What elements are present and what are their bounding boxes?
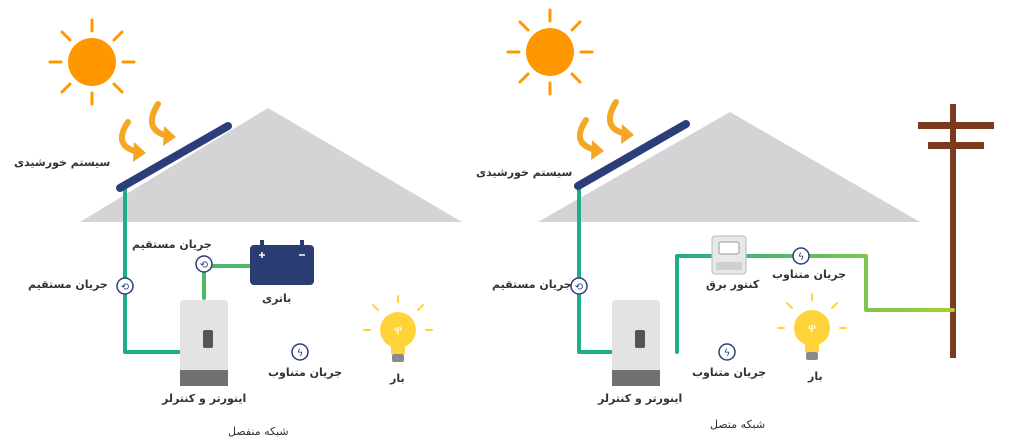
sun-icon bbox=[506, 8, 594, 96]
solar-panel-icon bbox=[116, 122, 232, 192]
dc-current-label: جریان مستقیم bbox=[492, 278, 572, 291]
inverter-label: اینورتر و کنترلر bbox=[598, 392, 683, 405]
svg-text:ϟ: ϟ bbox=[798, 252, 805, 263]
solar-system-label: سیستم خورشیدی bbox=[14, 156, 111, 169]
svg-text:ዋ: ዋ bbox=[394, 323, 402, 337]
on-grid-system: ዋ ⟲ ϟ ϟ bbox=[506, 8, 994, 386]
svg-text:ϟ: ϟ bbox=[724, 348, 731, 359]
battery-wire bbox=[202, 264, 252, 300]
dc-current-label: جریان مستقیم bbox=[28, 278, 108, 291]
sun-icon bbox=[48, 18, 136, 106]
meter-label: کنتور برق bbox=[706, 278, 760, 291]
alternating-current-icon: ϟ bbox=[718, 343, 736, 361]
dc-wire-right bbox=[577, 186, 614, 354]
solar-system-label: سیستم خورشیدی bbox=[476, 166, 573, 179]
solar-panel-icon bbox=[574, 120, 690, 190]
inverter-label: اینورتر و کنترلر bbox=[162, 392, 247, 405]
utility-pole-icon bbox=[918, 104, 994, 358]
dc-current-battery-label: جریان مستقیم bbox=[132, 238, 212, 251]
svg-text:⟲: ⟲ bbox=[121, 282, 130, 293]
electricity-meter-icon bbox=[711, 235, 747, 275]
alternating-current-icon: ϟ bbox=[792, 247, 810, 265]
svg-text:⟲: ⟲ bbox=[200, 260, 209, 271]
load-label: بار bbox=[390, 372, 405, 385]
load-label: بار bbox=[808, 370, 823, 383]
sunlight-arrow-icon bbox=[576, 99, 634, 160]
ac-current-grid-label: جریان متناوب bbox=[772, 268, 847, 281]
ac-current-label: جریان متناوب bbox=[268, 366, 343, 379]
direct-current-icon: ⟲ bbox=[570, 277, 588, 295]
direct-current-icon: ⟲ bbox=[195, 255, 213, 273]
dc-wire-left bbox=[123, 186, 182, 354]
alternating-current-icon: ϟ bbox=[291, 343, 309, 361]
house-roof bbox=[80, 108, 462, 222]
ac-current-label: جریان متناوب bbox=[692, 366, 767, 379]
svg-text:ϟ: ϟ bbox=[297, 348, 304, 359]
direct-current-icon: ⟲ bbox=[116, 277, 134, 295]
off-grid-caption: شبکه منفصل bbox=[228, 425, 289, 438]
on-grid-caption: شبکه متصل bbox=[710, 418, 766, 431]
battery-label: باتری bbox=[262, 292, 292, 305]
light-bulb-icon: ዋ bbox=[777, 293, 847, 360]
light-bulb-icon: ዋ bbox=[363, 295, 433, 362]
battery-icon bbox=[250, 240, 314, 285]
svg-text:⟲: ⟲ bbox=[575, 282, 584, 293]
inverter-icon bbox=[612, 300, 660, 386]
grid-wire bbox=[675, 254, 955, 354]
house-roof bbox=[538, 112, 920, 222]
svg-text:ዋ: ዋ bbox=[808, 321, 816, 335]
inverter-icon bbox=[180, 300, 228, 386]
off-grid-system: ዋ ⟲ ⟲ ϟ bbox=[48, 18, 462, 386]
sunlight-arrow-icon bbox=[118, 101, 176, 162]
